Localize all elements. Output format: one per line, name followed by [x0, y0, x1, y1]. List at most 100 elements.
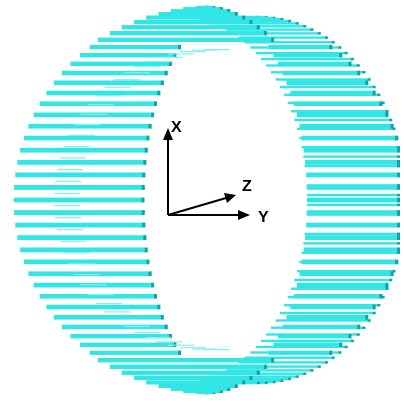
ring-rod [158, 12, 238, 16]
ring-rod-end [350, 339, 354, 343]
ring-rod [244, 356, 335, 359]
ring-rod [238, 36, 328, 39]
ring-rod-highlight [55, 217, 82, 219]
ring-rod-end [295, 375, 299, 378]
ring-rod [89, 45, 182, 50]
ring-rod-highlight [123, 325, 150, 327]
ring-rod [306, 185, 400, 190]
ring-rod-end [257, 381, 260, 385]
ring-rod-end [164, 324, 168, 330]
ring-rod [219, 372, 307, 375]
ring-rod [307, 203, 400, 207]
ring-rod-end [397, 172, 400, 178]
y-axis-arrowhead [238, 210, 250, 220]
ring-rod-end [381, 101, 385, 105]
ring-rod [121, 25, 260, 30]
ring-rod-end [264, 381, 268, 384]
ring-rod-end [234, 12, 238, 16]
ring-rod-highlight [80, 113, 107, 115]
ring-rod [291, 110, 389, 113]
ring-rod [303, 247, 400, 253]
ring-rod-end [357, 324, 361, 330]
ring-rod-end [397, 147, 400, 153]
ring-rod-end [288, 19, 292, 23]
ring-rod-end [324, 361, 328, 364]
ring-rod-end [144, 147, 148, 153]
ring-rod-end [271, 37, 275, 42]
y-axis-label: Y [258, 209, 269, 226]
ring-rod [28, 123, 152, 129]
ring-rod-end [379, 101, 383, 106]
ring-rod-end [303, 25, 307, 28]
ring-rod [301, 135, 398, 141]
ring-rod [278, 334, 352, 339]
ring-rod-highlight [57, 229, 83, 231]
ring-rod-end [397, 197, 400, 203]
ring-rod [244, 41, 335, 44]
ring-rod [261, 57, 354, 61]
ring-rod-end [317, 32, 321, 35]
ring-rod-end [329, 45, 333, 50]
ring-rod-end [178, 350, 182, 355]
ring-rod-end [141, 197, 145, 203]
ring-rod-end [141, 185, 145, 190]
ring-rod-highlight [80, 284, 107, 286]
ring-rod [226, 28, 314, 31]
z-axis-arrowhead [224, 193, 236, 203]
x-axis-label: X [171, 119, 182, 136]
ring-rod-end [242, 380, 246, 385]
ring-rod-end [372, 311, 376, 315]
ring-rod-end [160, 80, 164, 86]
ring-rod-end [362, 71, 366, 74]
ring-rod-end [397, 251, 400, 254]
ring-rod-end [272, 16, 276, 20]
ring-rod-end [146, 135, 150, 141]
ring-rod [238, 361, 328, 364]
ring-rod [303, 147, 400, 153]
ring-rod [301, 146, 400, 149]
ring-rod [15, 222, 146, 228]
ring-rod [13, 197, 145, 203]
ring-rod [299, 271, 394, 277]
ring-rod-end [397, 232, 400, 236]
ring-rod-end [143, 160, 147, 165]
ring-rod-end [397, 210, 400, 215]
ring-rod-end [397, 155, 400, 158]
ring-rod-end [219, 389, 223, 393]
ring-rod-highlight [145, 61, 172, 63]
ring-rod [301, 259, 398, 265]
ring-rod-end [397, 185, 400, 190]
ring-rod-end [395, 259, 399, 265]
ring-rod-end [178, 45, 182, 50]
ring-rod [46, 90, 161, 96]
ring-rod-highlight [68, 263, 95, 265]
ring-rod [304, 164, 400, 168]
ring-rod [282, 324, 361, 330]
ring-rod-end [219, 7, 223, 11]
ring-rod [46, 304, 161, 310]
ring-rod [293, 294, 383, 299]
ring-rod [23, 259, 150, 265]
ring-rod-end [141, 210, 145, 215]
ring-rod [183, 389, 223, 393]
ring-rod [79, 53, 177, 58]
ring-rod [134, 20, 253, 25]
ring-rod [286, 315, 369, 320]
ring-rod [286, 80, 369, 86]
ring-rod [146, 15, 246, 20]
ring-rod-end [227, 387, 231, 391]
ring-rod-highlight [55, 180, 82, 183]
ring-rod-highlight [68, 134, 95, 136]
ring-rod [15, 172, 146, 178]
ring-rod-end [256, 25, 260, 30]
ring-rod-end [377, 304, 381, 307]
ring-rod-highlight [204, 49, 230, 51]
ring-rod-end [389, 278, 393, 282]
ring-rod-highlight [168, 344, 195, 346]
ring-rod-end [168, 61, 172, 66]
ring-rod-end [372, 85, 376, 89]
ring-rod [303, 242, 400, 245]
ring-rod-highlight [54, 193, 81, 195]
ring-rod [158, 384, 238, 388]
ring-rod [268, 45, 333, 50]
